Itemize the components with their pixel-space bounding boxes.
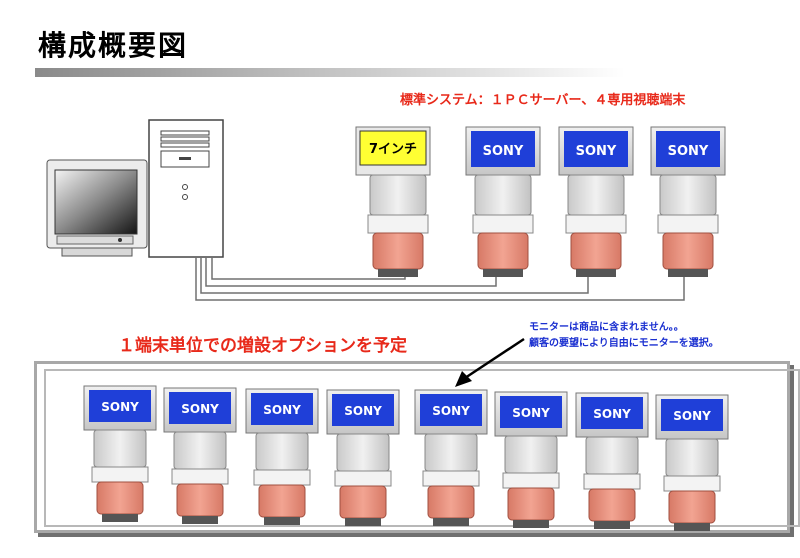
- monitor-note: モニターは商品に含まれません。。 顧客の要望により自由にモニターを選択。: [529, 320, 719, 352]
- terminal: SONY: [414, 389, 488, 526]
- terminal: SONY: [163, 387, 237, 524]
- expansion-panel: [34, 361, 790, 533]
- terminal-screen-label: SONY: [668, 144, 709, 159]
- terminal: SONY: [465, 126, 541, 277]
- terminal: SONY: [558, 126, 634, 277]
- pc-server: [148, 119, 224, 258]
- terminal: 7インチ: [355, 126, 431, 277]
- terminal-screen-label: SONY: [181, 402, 219, 416]
- terminal-screen-label: SONY: [593, 407, 631, 421]
- note-arrow: [455, 337, 525, 387]
- terminal-screen-label: SONY: [263, 403, 301, 417]
- terminal-screen-label: SONY: [576, 144, 617, 159]
- terminal: SONY: [494, 391, 568, 528]
- title-underline: [35, 68, 625, 77]
- terminal-screen-label: SONY: [344, 404, 382, 418]
- system-subtitle: 標準システム：１ＰＣサーバー、４専用視聴端末: [400, 93, 686, 108]
- terminal-screen-label: SONY: [101, 400, 139, 414]
- terminal-screen-label: 7インチ: [369, 142, 417, 157]
- terminal-screen-label: SONY: [673, 409, 711, 423]
- terminal-screen-label: SONY: [432, 404, 470, 418]
- top-terminal-row: 7インチ SONY SONY SONY: [355, 126, 726, 277]
- bottom-terminal-row: SONY SONY SONY SONY: [83, 385, 729, 531]
- terminal-screen-label: SONY: [512, 406, 550, 420]
- terminal: SONY: [650, 126, 726, 277]
- terminal: SONY: [575, 392, 649, 529]
- expansion-option-label: １端末単位での増設オプションを予定: [118, 336, 407, 356]
- terminal: SONY: [655, 394, 729, 531]
- crt-monitor: [46, 159, 148, 257]
- monitor-note-line1: モニターは商品に含まれません。。: [529, 322, 684, 333]
- terminal: SONY: [83, 385, 157, 522]
- terminal-screen-label: SONY: [483, 144, 524, 159]
- expansion-panel-inner-frame: [44, 369, 800, 527]
- terminal: SONY: [245, 388, 319, 525]
- monitor-note-line2: 顧客の要望により自由にモニターを選択。: [529, 338, 719, 349]
- page-title: 構成概要図: [38, 29, 189, 62]
- terminal: SONY: [326, 389, 400, 526]
